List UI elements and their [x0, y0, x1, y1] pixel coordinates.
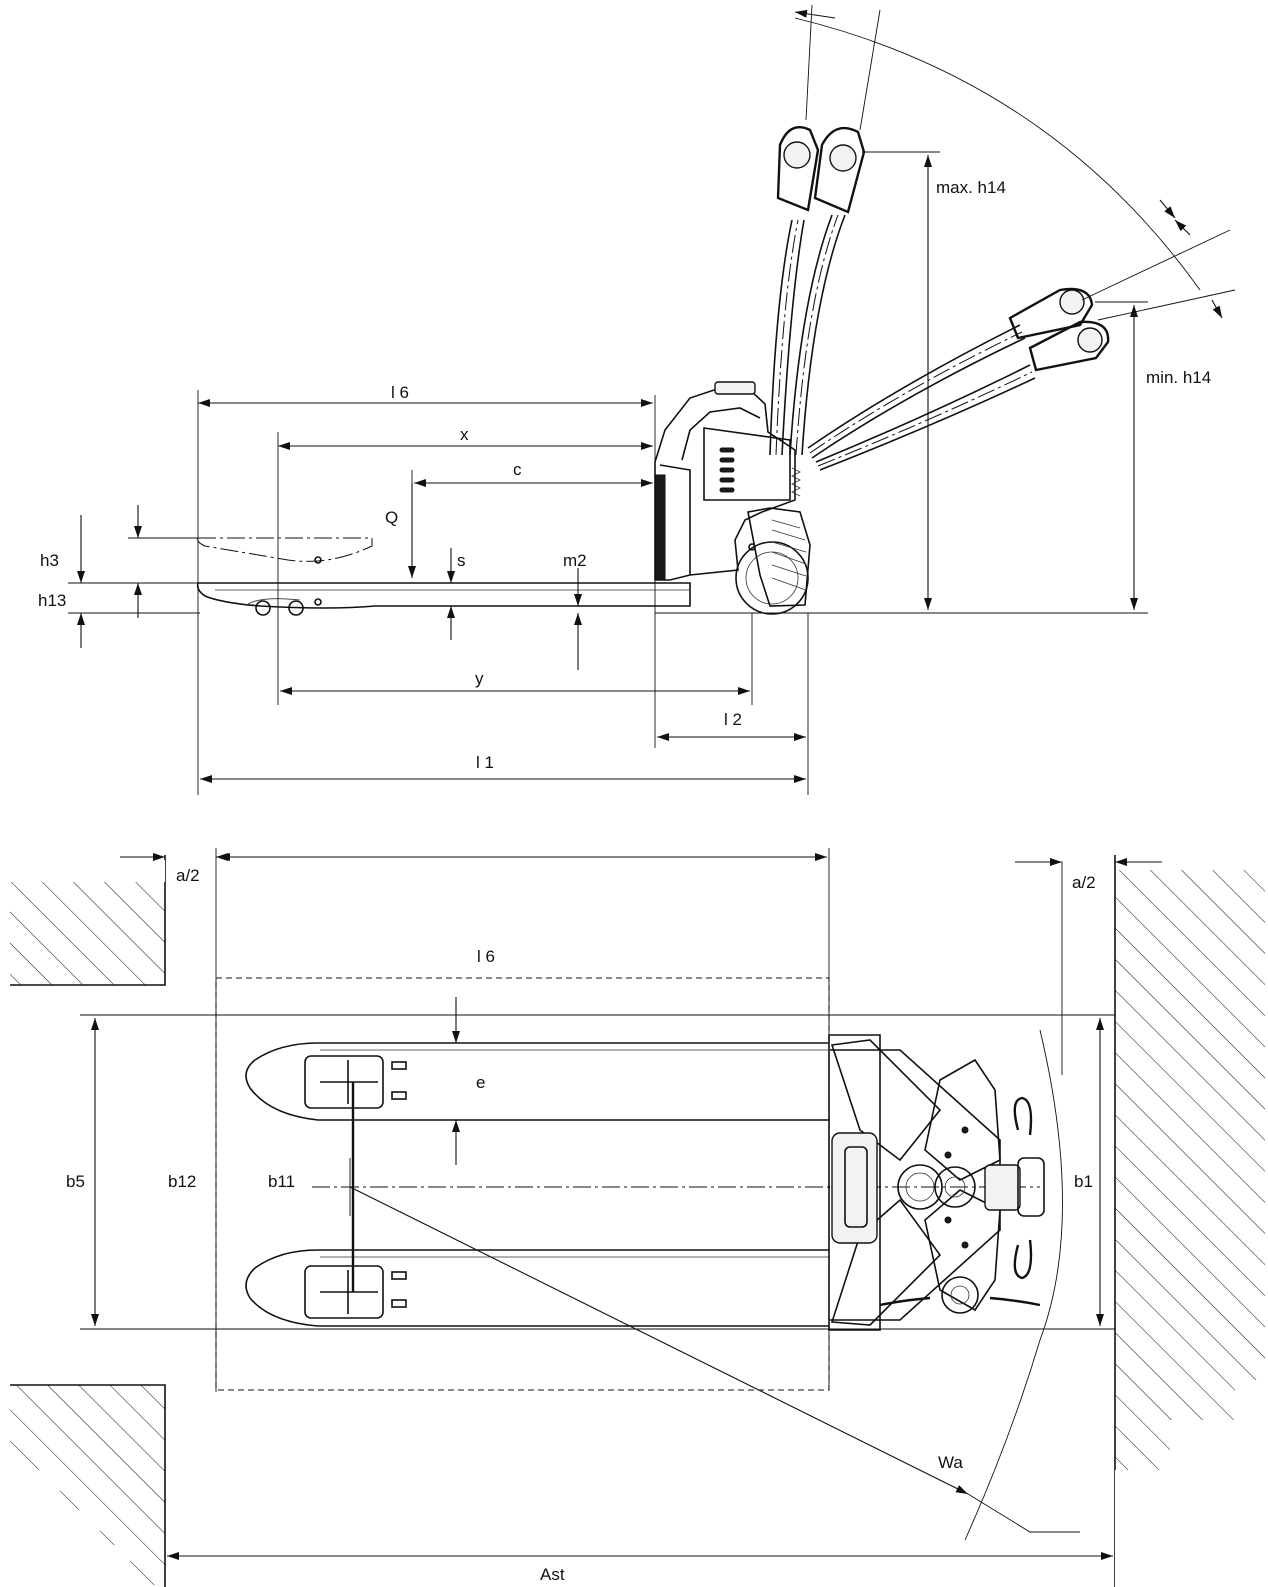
label-l1: l 1	[476, 753, 494, 772]
tiller-upright	[769, 125, 866, 456]
top-view: a/2 a/2 l 6	[0, 848, 1268, 1587]
label-wa: Wa	[938, 1453, 963, 1472]
wall-top-left	[10, 855, 166, 986]
wall-right	[1114, 855, 1265, 1587]
fork-top	[245, 1042, 829, 1121]
label-l2: l 2	[724, 710, 742, 729]
label-y: y	[475, 669, 484, 688]
label-max-h14: max. h14	[936, 178, 1006, 197]
vent-slots	[719, 447, 735, 493]
load-roller	[255, 600, 271, 616]
fork-raised	[197, 537, 373, 562]
label-l6-side: l 6	[391, 383, 409, 402]
tiller-lowered	[807, 287, 1110, 471]
label-h13: h13	[38, 591, 66, 610]
tiller-angle-arc	[794, 17, 1201, 291]
fork-lowered	[196, 582, 691, 609]
load-roller-bottom	[304, 1265, 407, 1319]
label-s: s	[457, 551, 466, 570]
label-q: Q	[385, 508, 398, 527]
load-roller-top	[304, 1055, 407, 1109]
wa-diagonal	[349, 1186, 969, 1495]
label-a2-right: a/2	[1072, 873, 1096, 892]
side-view: max. h14 min. h14 l 6 x c Q s m2	[38, 4, 1236, 795]
label-x: x	[460, 425, 469, 444]
fork-bottom	[245, 1249, 829, 1327]
label-b12: b12	[168, 1172, 196, 1191]
steering-hub	[897, 1164, 943, 1210]
label-b5: b5	[66, 1172, 85, 1191]
label-l6-top: l 6	[477, 947, 495, 966]
truck-body-top	[828, 1034, 1045, 1331]
label-b1: b1	[1074, 1172, 1093, 1191]
label-h3: h3	[40, 551, 59, 570]
load-roller	[288, 600, 304, 616]
label-a2-left: a/2	[176, 866, 200, 885]
label-m2: m2	[563, 551, 587, 570]
label-c: c	[513, 460, 522, 479]
pallet-outline	[215, 977, 830, 1391]
label-min-h14: min. h14	[1146, 368, 1211, 387]
label-ast: Ast	[540, 1565, 565, 1584]
truck-body-side	[654, 381, 811, 615]
turning-arc	[964, 1029, 1063, 1541]
label-e: e	[476, 1073, 485, 1092]
label-b11: b11	[268, 1172, 295, 1191]
